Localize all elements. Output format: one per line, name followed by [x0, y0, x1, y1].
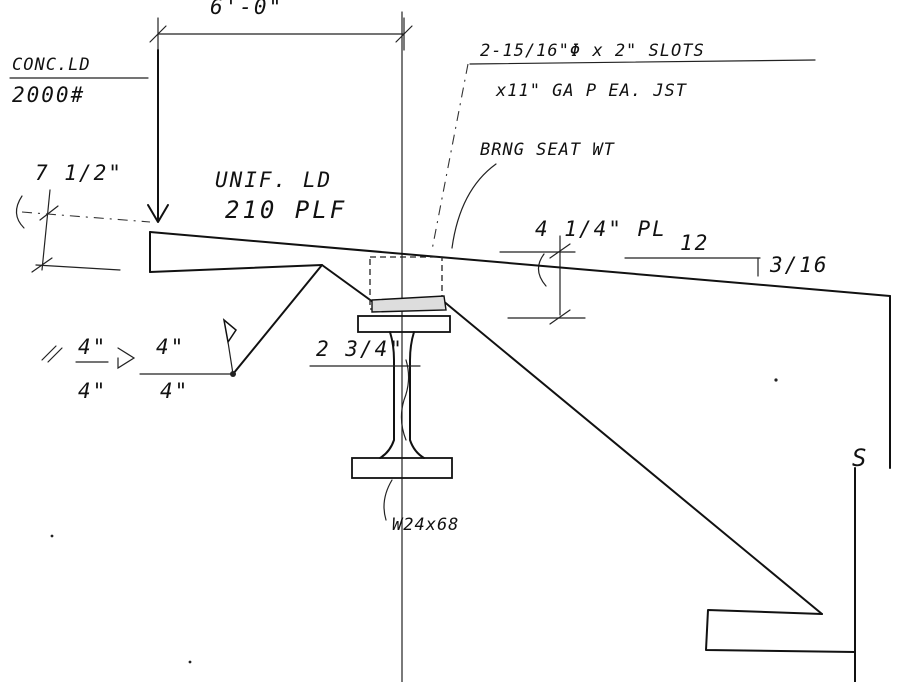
slots-note-underline: [469, 59, 816, 65]
slots-note-line2: x11" GA P EA. JST: [495, 81, 688, 101]
stray-mark: [188, 660, 192, 664]
slots-note-line1: 2-15/16"Φ x 2" SLOTS: [480, 41, 705, 61]
unif-load-value: 210 PLF: [225, 196, 347, 224]
brng-seat-leader: [451, 163, 497, 249]
beam-size-leader: [383, 479, 393, 521]
w-beam-section: [351, 315, 453, 479]
weld-symbol: [41, 318, 237, 377]
joist-bottom-chord-end: [705, 609, 856, 653]
weld-label-2: 4": [156, 335, 185, 359]
conc-load-arrow: [147, 49, 169, 223]
slope-run-label: 12: [680, 231, 709, 255]
span-dim-label: 6'-0": [210, 0, 283, 19]
flange-dim-label: 2 3/4": [316, 337, 404, 361]
depth-left-label: 7 1/2": [35, 161, 123, 185]
conc-load-label: CONC.LD: [12, 55, 91, 75]
weld-label-1: 4": [78, 335, 107, 359]
left-depth-dimension: [15, 189, 151, 273]
span-dimension: [149, 17, 413, 51]
bearing-seat: [369, 256, 447, 313]
weld-label-4: 4": [160, 379, 189, 403]
slope-rise-label: 3/16: [769, 253, 829, 277]
conc-load-value: 2000#: [12, 83, 85, 107]
slots-leader: [431, 63, 469, 251]
beam-size-label: W24x68: [392, 515, 459, 535]
brng-plate-dimension: [499, 235, 586, 325]
brng-plate-label: 4 1/4" PL: [535, 217, 667, 241]
unif-load-label: UNIF. LD: [215, 168, 332, 192]
stray-mark: [50, 534, 54, 538]
stray-mark: [774, 378, 778, 382]
joist-top-chord: [149, 231, 891, 682]
weld-label-3: 4": [78, 379, 107, 403]
end-dim-label: S: [852, 444, 869, 472]
joist-web-members: [232, 264, 823, 615]
brng-seat-note: BRNG SEAT WT: [480, 140, 616, 160]
